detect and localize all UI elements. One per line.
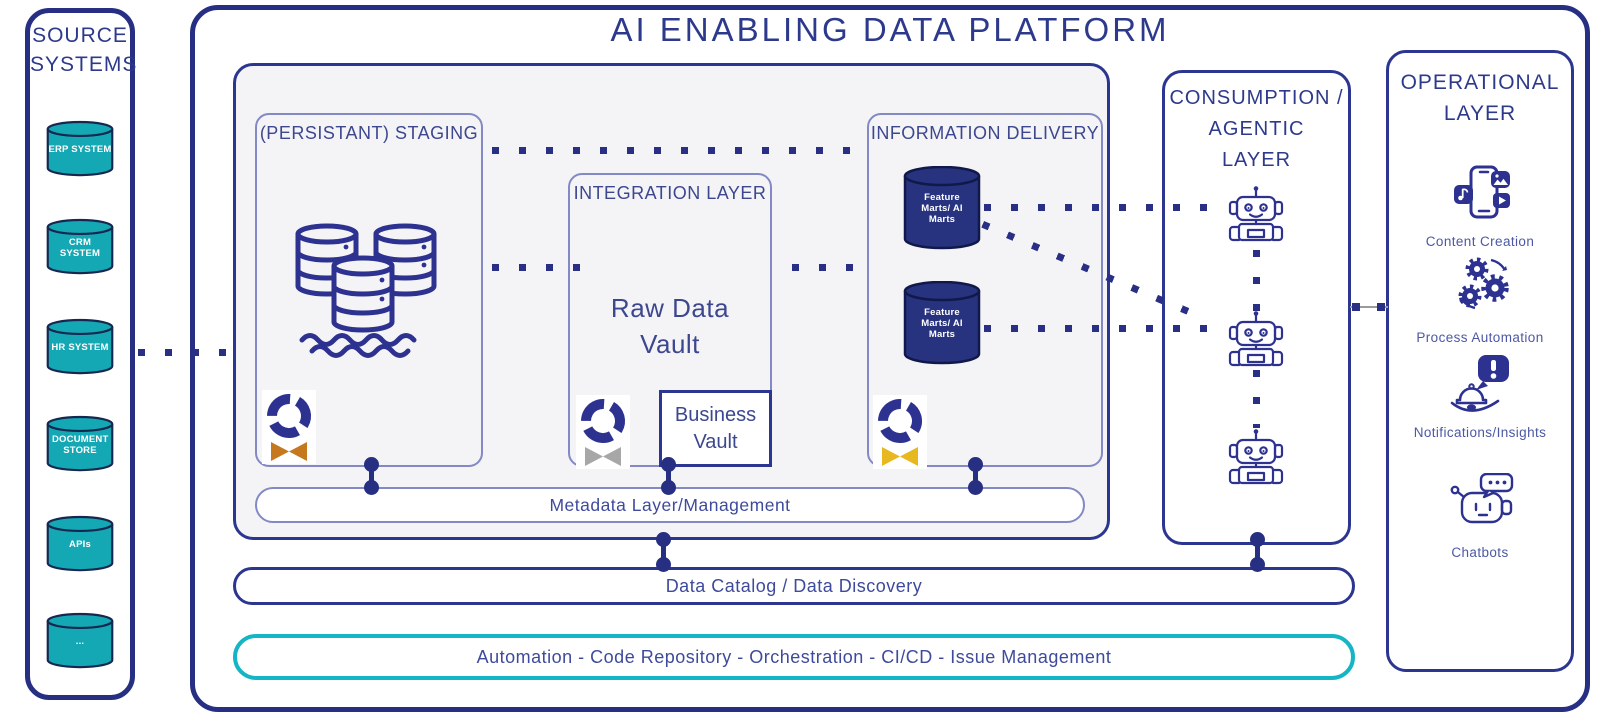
agent-robot-icon-3 xyxy=(1223,428,1289,490)
consumption-catalog-connector xyxy=(1250,532,1265,572)
consumption-agentic-title: CONSUMPTION / AGENTIC LAYER xyxy=(1169,87,1344,171)
agent-robot-icon-2 xyxy=(1223,310,1289,372)
feature-marts-cylinder-1: Feature Marts/ AI Marts xyxy=(903,166,981,250)
integration-to-delivery-dotted-connector xyxy=(792,264,856,271)
process-automation-label: Process Automation xyxy=(1416,330,1544,345)
integration-layer-title: INTEGRATION LAYER xyxy=(573,183,767,203)
source-systems-title: SOURCE SYSTEMS xyxy=(30,24,138,76)
connector-dot-right xyxy=(1377,303,1385,311)
hr-database-icon: HR SYSTEM xyxy=(46,318,114,376)
chatbot-icon xyxy=(1448,473,1516,529)
delivery-metadata-connector xyxy=(968,457,983,495)
process-automation-icon xyxy=(1453,256,1513,312)
staging-title: (PERSISTANT) STAGING xyxy=(259,123,479,143)
erp-label: ERP SYSTEM xyxy=(48,144,112,155)
marts2-to-agent2-dotted-connector xyxy=(984,325,1214,332)
marts1-to-agent1-dotted-connector xyxy=(984,204,1214,211)
hr-label: HR SYSTEM xyxy=(51,342,109,353)
gold-medal-badge-icon xyxy=(873,395,927,469)
operational-layer-box: OPERATIONAL LAYER Content Creation xyxy=(1386,50,1574,672)
bronze-medal-badge-icon xyxy=(262,390,316,464)
metadata-layer-bar: Metadata Layer/Management xyxy=(255,487,1085,523)
automation-bar: Automation - Code Repository - Orchestra… xyxy=(233,634,1355,680)
data-catalog-bar: Data Catalog / Data Discovery xyxy=(233,567,1355,605)
information-delivery-title: INFORMATION DELIVERY xyxy=(870,123,1100,143)
feature-marts-label-1: Feature Marts/ AI Marts xyxy=(921,192,963,225)
automation-bar-label: Automation - Code Repository - Orchestra… xyxy=(476,646,1112,667)
raw-data-vault-label: Raw Data Vault xyxy=(610,293,730,359)
business-vault-label: Business Vault xyxy=(674,403,757,453)
feature-marts-cylinder-2: Feature Marts/ AI Marts xyxy=(903,281,981,365)
information-delivery-box: INFORMATION DELIVERY xyxy=(867,113,1103,467)
data-catalog-label: Data Catalog / Data Discovery xyxy=(665,575,923,596)
content-creation-icon xyxy=(1451,165,1515,223)
content-creation-label: Content Creation xyxy=(1425,234,1535,249)
feature-marts-label-2: Feature Marts/ AI Marts xyxy=(921,307,963,340)
robot2-robot3-dotted-connector xyxy=(1253,370,1260,428)
other-label: ... xyxy=(75,636,85,647)
business-vault-box: Business Vault xyxy=(659,390,772,467)
other-database-icon: ... xyxy=(46,612,114,670)
data-lake-icon xyxy=(288,218,448,358)
crm-label: CRM SYSTEM xyxy=(59,237,101,259)
notifications-insights-icon xyxy=(1450,355,1514,415)
staging-to-delivery-dotted-connector xyxy=(492,147,870,154)
chatbots-label: Chatbots xyxy=(1451,545,1509,560)
apis-database-icon: APIs xyxy=(46,515,114,573)
robot1-robot2-dotted-connector xyxy=(1253,250,1260,312)
notifications-insights-label: Notifications/Insights xyxy=(1413,425,1547,440)
vault-metadata-connector xyxy=(661,457,676,495)
document-store-database-icon: DOCUMENT STORE xyxy=(46,415,114,473)
consumption-operational-connector-line xyxy=(1350,306,1388,308)
operational-layer-title: OPERATIONAL LAYER xyxy=(1400,71,1560,125)
agent-robot-icon-1 xyxy=(1223,185,1289,247)
staging-to-integration-dotted-connector xyxy=(492,264,584,271)
staging-metadata-connector xyxy=(364,457,379,495)
apis-label: APIs xyxy=(69,539,91,550)
erp-database-icon: ERP SYSTEM xyxy=(46,120,114,178)
platform-title: AI ENABLING DATA PLATFORM xyxy=(610,11,1170,48)
connector-dot-left xyxy=(1352,303,1360,311)
panel-catalog-connector xyxy=(656,532,671,572)
crm-database-icon: CRM SYSTEM xyxy=(46,218,114,276)
silver-medal-badge-icon xyxy=(576,395,630,469)
document-store-label: DOCUMENT STORE xyxy=(52,434,109,456)
source-to-platform-dotted-connector xyxy=(138,349,236,356)
metadata-layer-label: Metadata Layer/Management xyxy=(549,494,791,515)
